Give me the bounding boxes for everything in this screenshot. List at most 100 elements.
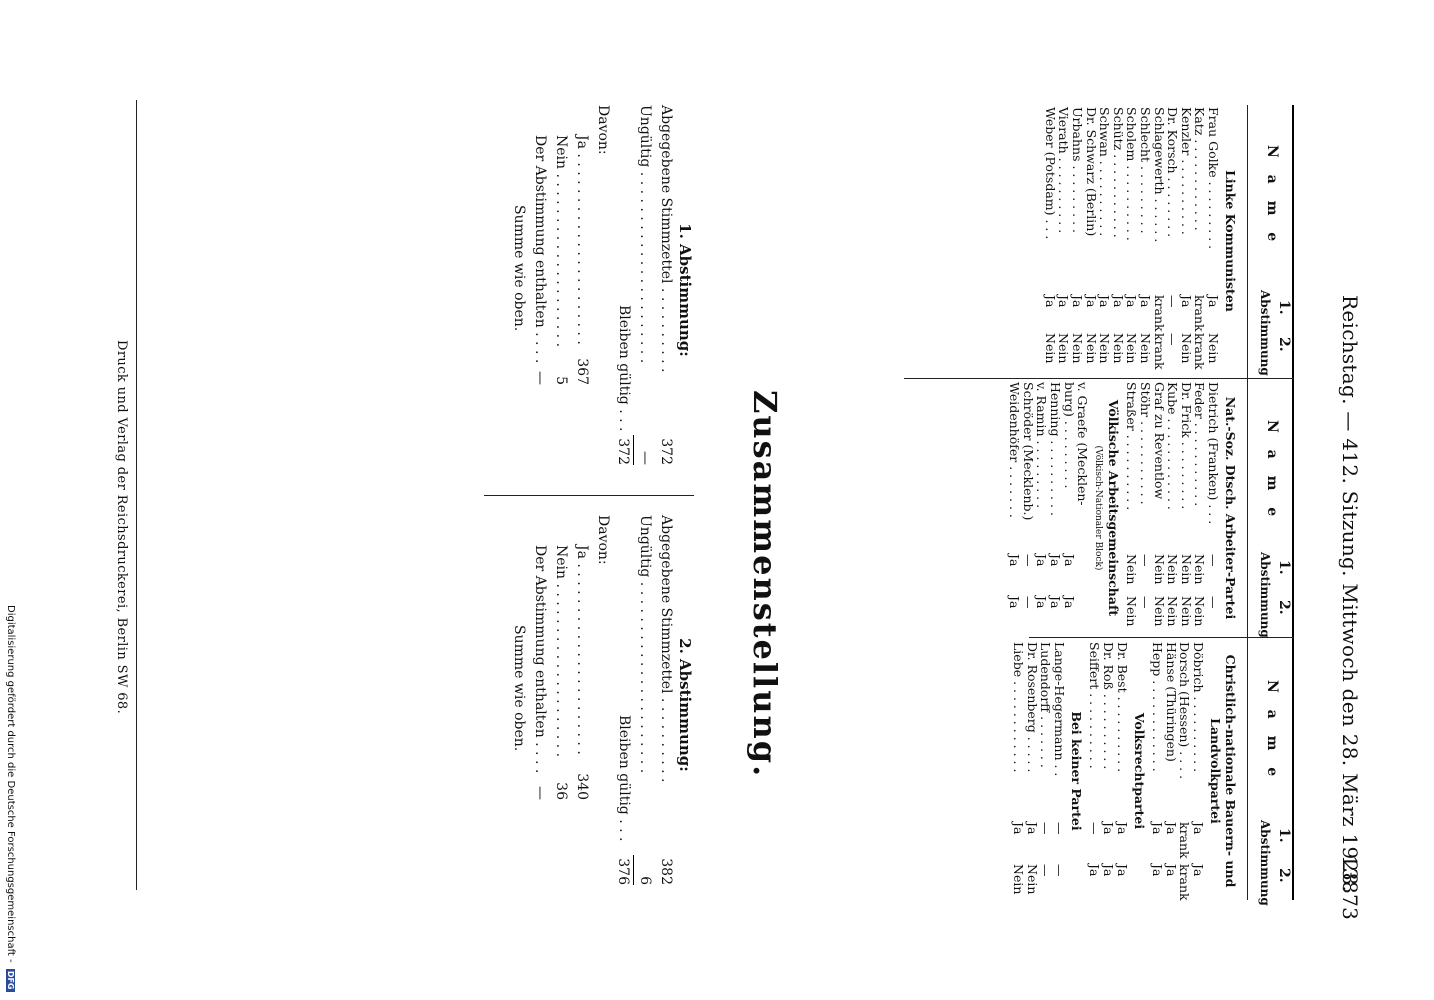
- page-header-title: Reichstag. — 412. Sitzung. Mittwoch den …: [1338, 295, 1362, 893]
- member-name: Dr. Rosenberg . . . . .: [1024, 642, 1040, 773]
- member-name: Hänse (Thüringen): [1163, 642, 1179, 762]
- abstimmung-header: Abstimmung: [1258, 290, 1272, 376]
- member-name: Kube . . . . . . . . . . . .: [1165, 382, 1181, 510]
- vote-1-value: Ja: [1056, 295, 1072, 308]
- party-group-subheading: (Völkisch-Nationaler Block): [1092, 445, 1103, 571]
- party-group-heading: Völkische Arbeitsgemeinschaft: [1105, 399, 1121, 617]
- gueltig-label: Bleiben gültig . . .: [616, 715, 632, 842]
- vote-1-value: Ja: [1061, 554, 1077, 567]
- summe-label: Summe wie oben.: [511, 205, 527, 332]
- member-name: Schlagewerth . . . . . .: [1151, 107, 1167, 243]
- vote-2-value: Ja: [1007, 596, 1023, 609]
- vote-2-value: Ja: [1191, 864, 1206, 877]
- vote-1-value: Ja: [1024, 822, 1040, 835]
- vote-1-value: Nein: [1178, 554, 1194, 585]
- summary-divider: [484, 495, 694, 496]
- member-name: Dr. Korsch . . . . . . . .: [1165, 107, 1181, 238]
- davon-label: Davon:: [595, 105, 611, 155]
- vote-1-value: —: [1051, 822, 1067, 835]
- party-group-heading: Christlich-nationale Bauern- und Landvol…: [1208, 654, 1238, 888]
- vote-2-value: Nein: [1138, 333, 1154, 364]
- table-row: Stöhr . . . . . . . . . . .——: [1138, 382, 1154, 634]
- vote-2-value: Nein: [1110, 333, 1126, 364]
- party-group-heading: Volksrechtpartei: [1131, 712, 1147, 830]
- vote-1-value: —: [1206, 554, 1221, 567]
- vote-2-value: Nein: [1178, 333, 1194, 364]
- vote-2-heading: 2. Abstimmung:: [676, 638, 694, 772]
- member-name: Graf zu Reventlow: [1151, 382, 1167, 500]
- enthalten-value: —: [532, 371, 548, 385]
- vote-1-value: Ja: [1034, 554, 1050, 567]
- gueltig-value: 376: [612, 855, 634, 885]
- vote-1-value: Ja: [1070, 295, 1086, 308]
- enthalten-label: Der Abstimmung enthalten . . . .: [532, 135, 548, 364]
- member-name: Katz . . . . . . . . . . . .: [1192, 107, 1208, 231]
- vote-1-value: Nein: [1165, 554, 1181, 585]
- abgegeben-value: 382: [658, 858, 674, 885]
- column-3-rows: Christlich-nationale Bauern- und Landvol…: [1011, 642, 1242, 901]
- vote-2-value: Nein: [1124, 596, 1140, 627]
- member-name: Henning . . . . . . . . . .: [1048, 382, 1064, 516]
- vote-1-value: Ja: [1114, 822, 1130, 835]
- vote-1-value: Ja: [1042, 295, 1058, 308]
- vote-2-value: Nein: [1083, 333, 1099, 364]
- member-name: Schlecht . . . . . . . . .: [1138, 107, 1154, 234]
- vote-2-value: Nein: [1070, 333, 1086, 364]
- footer-rule: [136, 100, 137, 890]
- member-name: Dr. Schwarz (Berlin): [1083, 107, 1099, 237]
- vote-2-value: Nein: [1097, 333, 1113, 364]
- member-name: Stöhr . . . . . . . . . . .: [1138, 382, 1154, 505]
- vote-1-value: krank: [1151, 295, 1167, 332]
- dfg-logo-icon: DFG: [6, 968, 15, 992]
- nein-label: Nein . . . . . . . . . . . . . . . . . .…: [553, 135, 569, 348]
- member-name: Hepp . . . . . . . . . . . .: [1150, 642, 1166, 772]
- vote-1-value: Ja: [1124, 295, 1140, 308]
- member-name: Schwan . . . . . . . . . .: [1097, 107, 1113, 237]
- abgegeben-label: Abgegebene Stimmzettel . . . . . . . . .…: [658, 105, 674, 373]
- vote-2-value: Ja: [1150, 864, 1166, 877]
- vote-2-header: 2.: [1276, 868, 1292, 883]
- vote-1-header: 1.: [1276, 828, 1292, 843]
- member-name: Schröder (Mecklenb.): [1020, 382, 1036, 521]
- table-row: Schröder (Mecklenb.)——: [1020, 382, 1036, 634]
- vote-1-value: —: [1165, 295, 1181, 308]
- member-name: Liebe . . . . . . . . . . . .: [1011, 642, 1027, 773]
- abgegeben-label: Abgegebene Stimmzettel . . . . . . . . .…: [658, 515, 674, 783]
- vote-1-value: Ja: [1097, 295, 1113, 308]
- page-number: 13873: [1338, 855, 1362, 921]
- member-name: Schütz . . . . . . . . . . .: [1110, 107, 1126, 238]
- vote-1-value: Ja: [1101, 822, 1117, 835]
- member-name: Dr. Frick . . . . . . . . .: [1178, 382, 1194, 510]
- member-name: Dr. Roß . . . . . . . . . .: [1101, 642, 1117, 770]
- name-header: N a m e: [1264, 420, 1280, 523]
- vote-1-value: Ja: [1048, 554, 1064, 567]
- vote-1-value: Ja: [1138, 295, 1154, 308]
- member-name: Lange-Hegermann . .: [1051, 642, 1067, 777]
- vote-1-header: 1.: [1276, 300, 1292, 315]
- vote-2-value: Nein: [1206, 333, 1221, 364]
- member-name: Urbahns . . . . . . . . .: [1070, 107, 1086, 234]
- column-2-header: N a m e 1. 2. Abstimmung: [1248, 380, 1294, 638]
- table-row: Dietrich (Franken) . . .——: [1206, 382, 1221, 634]
- vote-1-value: krank: [1177, 822, 1193, 859]
- vote-1-value: Ja: [1083, 295, 1099, 308]
- vote-2-value: Nein: [1056, 333, 1072, 364]
- member-name: Seiffert . . . . . . . . . .: [1087, 642, 1103, 769]
- vote-1-value: Nein: [1124, 554, 1140, 585]
- table-row: Ludendorff . . . . . . .——: [1038, 642, 1054, 900]
- member-name: Döbrich . . . . . . . . . .: [1191, 642, 1206, 773]
- member-name: Ludendorff . . . . . . .: [1038, 642, 1054, 768]
- vote-2-value: Nein: [1151, 596, 1167, 627]
